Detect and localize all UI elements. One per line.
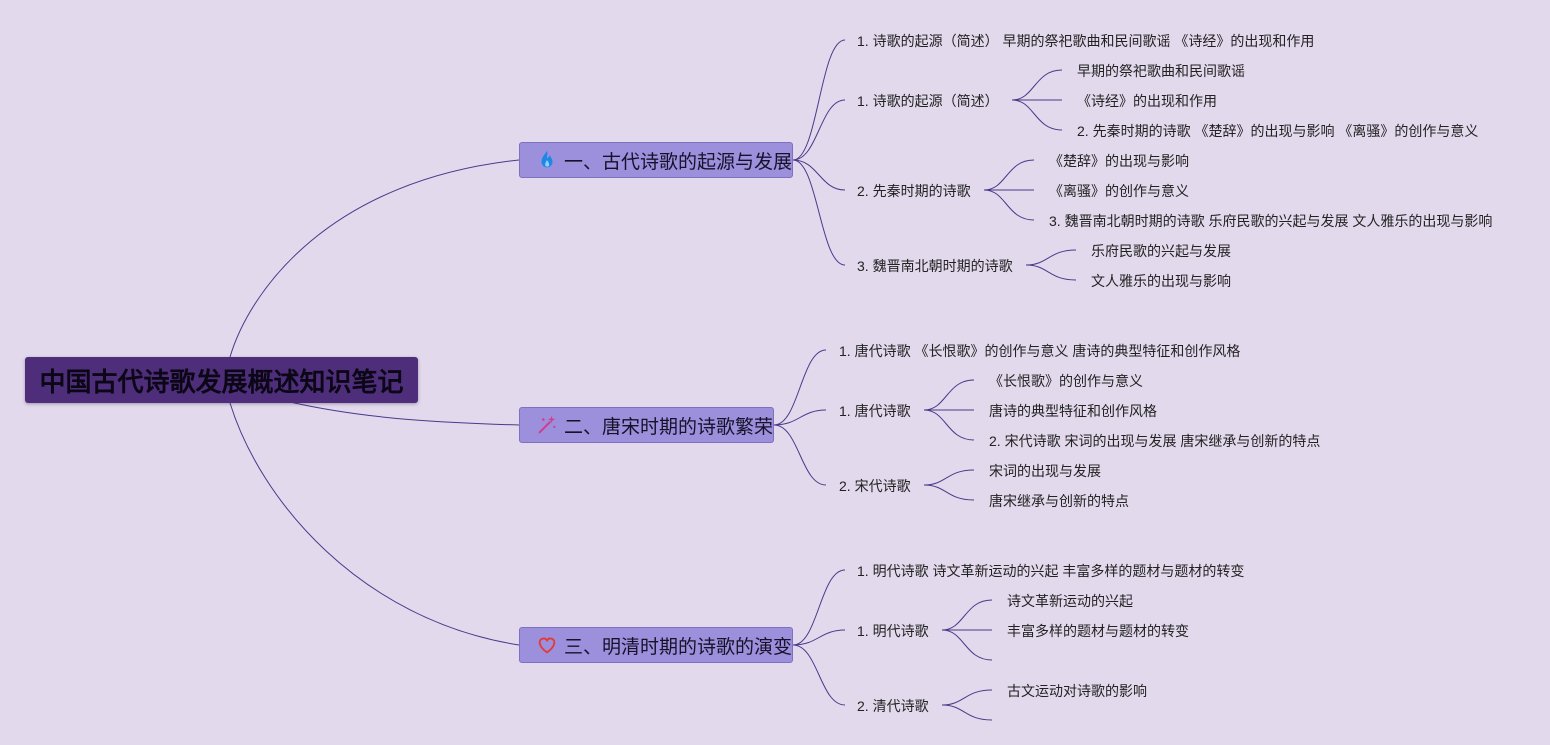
connector-line [773,349,827,426]
connector-line [923,379,975,411]
subtopic-node[interactable]: 1. 唐代诗歌 《长恨歌》的创作与意义 唐诗的典型特征和创作风格 [839,343,1241,359]
branch-node-tang-song[interactable]: 二、唐宋时期的诗歌繁荣 [519,407,774,443]
leaf-node[interactable]: 早期的祭祀歌曲和民间歌谣 [1077,63,1245,79]
connector-line [941,629,993,661]
connector-line [773,409,827,426]
leaf-node[interactable]: 丰富多样的题材与题材的转变 [1007,623,1189,639]
connector-line [1025,264,1077,281]
connector-line [983,159,1035,191]
leaf-node[interactable]: 2. 宋代诗歌 宋词的出现与发展 唐宋继承与创新的特点 [989,433,1321,449]
subtopic-node[interactable]: 2. 清代诗歌 [857,698,929,714]
root-title: 中国古代诗歌发展概述知识笔记 [39,366,404,397]
subtopic-node[interactable]: 2. 先秦时期的诗歌 [857,183,971,199]
heart-icon [536,634,558,656]
leaf-node[interactable]: 《离骚》的创作与意义 [1049,183,1189,199]
subtopic-node[interactable]: 1. 唐代诗歌 [839,403,911,419]
branch-label: 一、古代诗歌的起源与发展 [564,151,793,173]
connector-line [229,159,520,358]
connector-line [1011,99,1063,131]
connector-line [792,159,846,191]
connector-line [941,704,993,721]
leaf-node[interactable]: 唐宋继承与创新的特点 [989,493,1129,509]
branch-label: 三、明清时期的诗歌的演变 [564,636,793,658]
leaf-node[interactable]: 古文运动对诗歌的影响 [1007,683,1147,699]
connector-line [229,402,520,646]
connector-line [792,99,846,161]
subtopic-node[interactable]: 3. 魏晋南北朝时期的诗歌 [857,258,1013,274]
connector-line [773,424,827,486]
subtopic-node[interactable]: 1. 明代诗歌 诗文革新运动的兴起 丰富多样的题材与题材的转变 [857,563,1245,579]
leaf-node[interactable]: 宋词的出现与发展 [989,463,1101,479]
sparkle-wand-icon [536,414,558,436]
leaf-node[interactable]: 2. 先秦时期的诗歌 《楚辞》的出现与影响 《离骚》的创作与意义 [1077,123,1479,139]
root-node[interactable]: 中国古代诗歌发展概述知识笔记 [25,357,418,403]
connector-line [941,689,993,706]
connector-line [792,159,846,266]
flame-icon [536,149,558,171]
branch-node-origin[interactable]: 一、古代诗歌的起源与发展 [519,142,793,178]
leaf-node[interactable]: 3. 魏晋南北朝时期的诗歌 乐府民歌的兴起与发展 文人雅乐的出现与影响 [1049,213,1493,229]
leaf-node[interactable]: 《诗经》的出现和作用 [1077,93,1217,109]
connector-line [792,569,846,646]
connector-line [923,409,975,441]
connector-line [289,401,520,426]
connector-line [1025,249,1077,266]
connector-line [983,189,1035,221]
leaf-node[interactable]: 《长恨歌》的创作与意义 [989,373,1143,389]
branch-node-ming-qing[interactable]: 三、明清时期的诗歌的演变 [519,627,793,663]
connector-line [792,644,846,706]
connector-line [792,629,846,646]
leaf-node[interactable]: 《楚辞》的出现与影响 [1049,153,1189,169]
connector-line [923,484,975,501]
leaf-node[interactable]: 乐府民歌的兴起与发展 [1091,243,1231,259]
connector-line [1011,69,1063,101]
subtopic-node[interactable]: 1. 诗歌的起源（简述） 早期的祭祀歌曲和民间歌谣 《诗经》的出现和作用 [857,33,1315,49]
connector-line [941,599,993,631]
leaf-node[interactable]: 文人雅乐的出现与影响 [1091,273,1231,289]
subtopic-node[interactable]: 1. 明代诗歌 [857,623,929,639]
leaf-node[interactable]: 唐诗的典型特征和创作风格 [989,403,1157,419]
subtopic-node[interactable]: 1. 诗歌的起源（简述） [857,93,999,109]
leaf-node[interactable]: 诗文革新运动的兴起 [1007,593,1133,609]
subtopic-node[interactable]: 2. 宋代诗歌 [839,478,911,494]
connector-line [923,469,975,486]
branch-label: 二、唐宋时期的诗歌繁荣 [564,416,774,438]
connector-line [792,39,846,161]
